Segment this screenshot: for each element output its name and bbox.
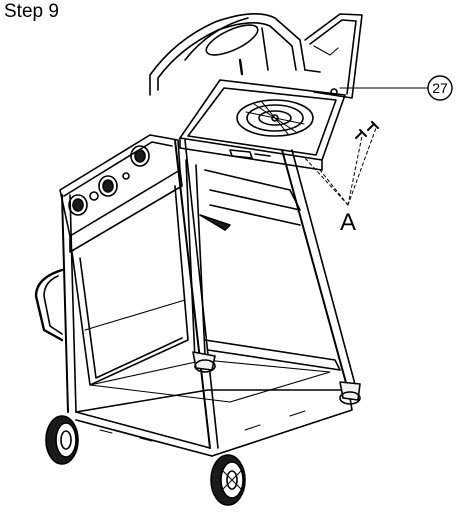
screw-label: A (340, 209, 356, 236)
bottom-shelf (89, 359, 331, 403)
screw-callouts (304, 121, 379, 206)
side-handle (34, 268, 64, 342)
front-door (71, 185, 189, 386)
ignition-button (89, 172, 130, 201)
control-panel (59, 134, 183, 253)
control-knob-2 (98, 175, 118, 197)
part-27-callout: 27 (427, 75, 453, 101)
control-knob-1 (68, 194, 88, 216)
side-burner-shelf (179, 79, 346, 171)
part-number-label: 27 (432, 80, 448, 96)
control-knob-3 (130, 145, 150, 167)
wheel-right (210, 454, 246, 506)
wheel-left (45, 415, 79, 465)
side-burner-lid (304, 13, 363, 99)
leg-foot-rear (192, 351, 216, 373)
leg-foot-right (339, 381, 361, 405)
step-title: Step 9 (4, 1, 59, 22)
cart-frame (61, 139, 357, 457)
grill-lid (149, 13, 306, 96)
